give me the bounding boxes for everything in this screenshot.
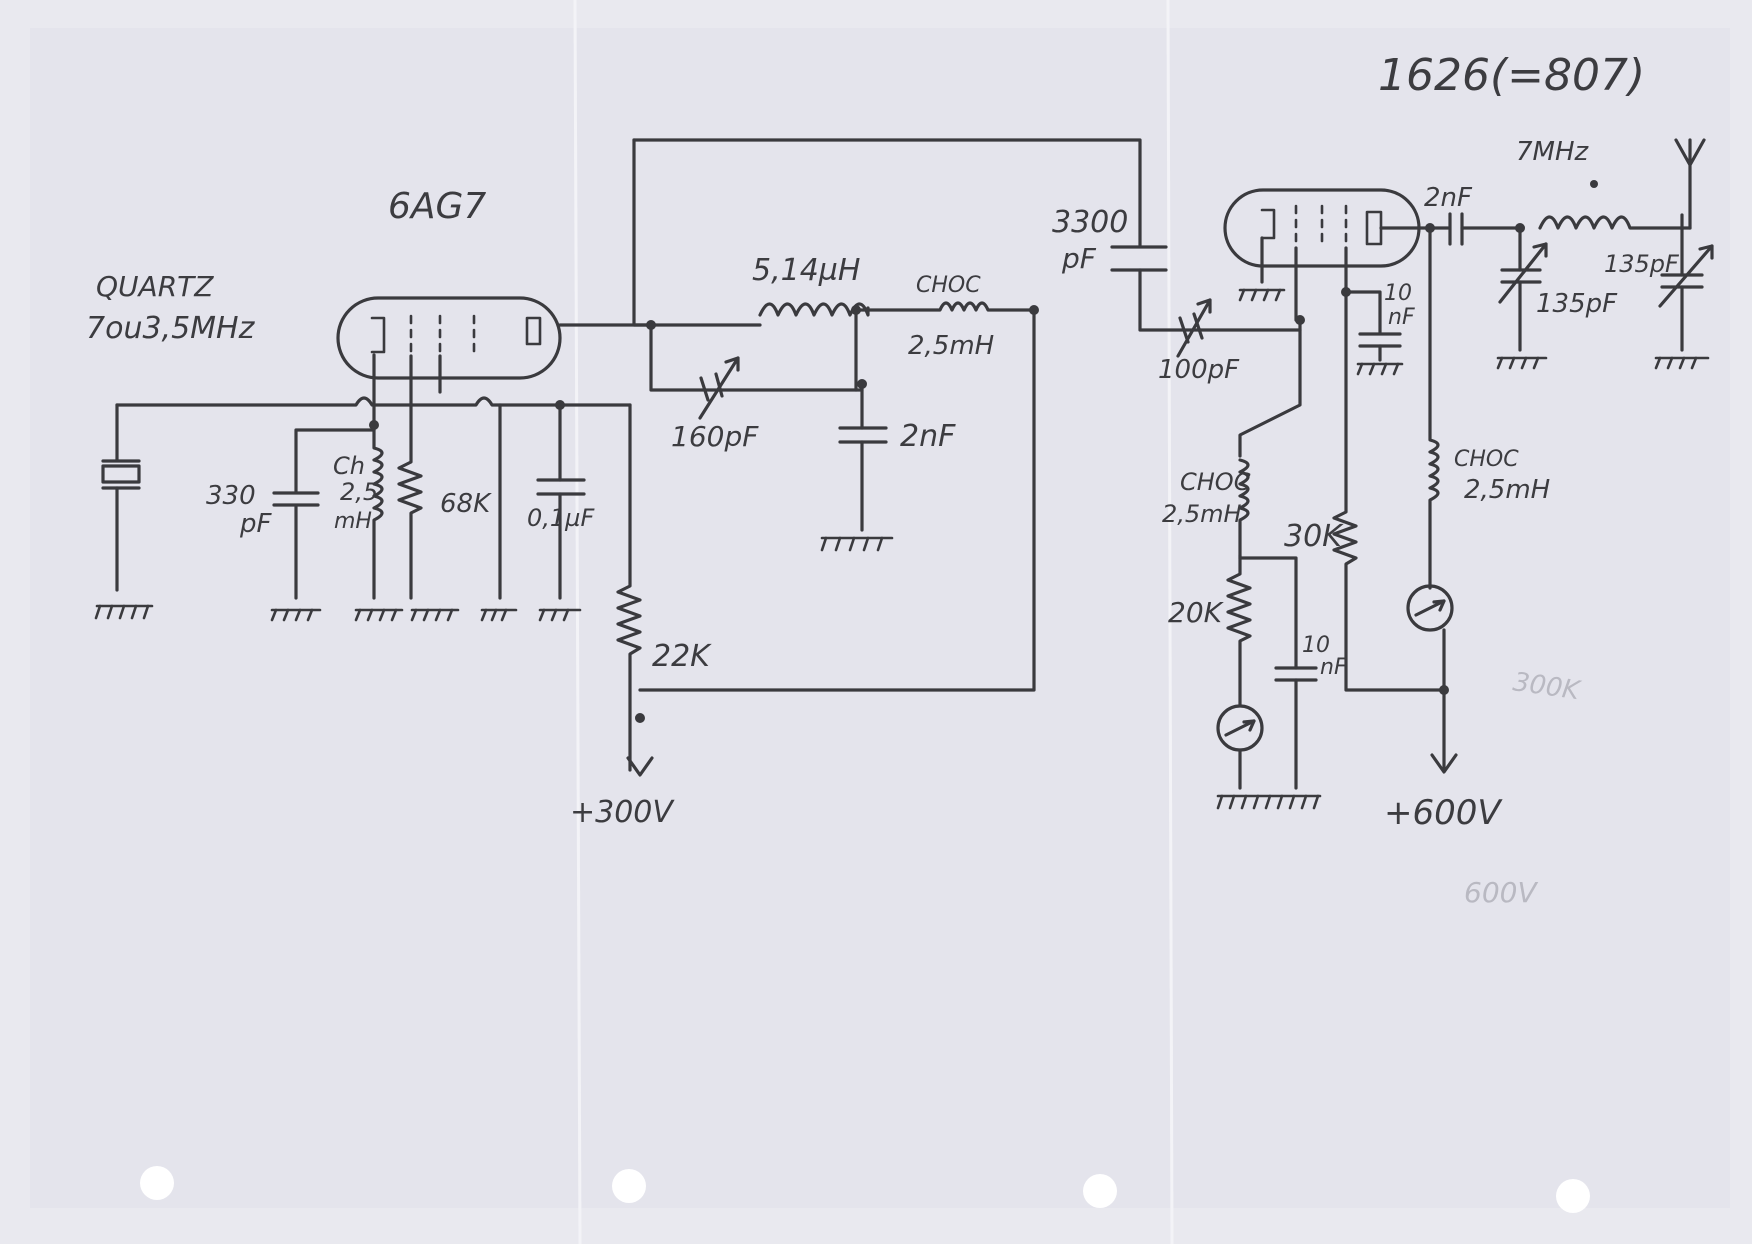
wire — [294, 428, 376, 493]
var-cap-160-arrow — [698, 356, 740, 420]
grid-choke-value: 2,5mH — [1162, 500, 1242, 528]
wire — [1238, 556, 1298, 670]
meter-needle — [1224, 719, 1256, 737]
grid-bus-wire — [115, 396, 632, 407]
plate-choke-wire — [638, 301, 1036, 692]
amp-plate-choke-value: 2,5mH — [1464, 475, 1550, 505]
fold-line — [573, 0, 582, 1244]
osc-plate-choke-value: 2,5mH — [908, 331, 994, 361]
var-cap-100-arrow — [1176, 298, 1212, 358]
crystal-symbol — [101, 464, 141, 484]
output-cap-label: 2nF — [1424, 183, 1473, 213]
punch-hole — [140, 1166, 174, 1200]
pi-coil-label: 7MHz — [1516, 137, 1590, 167]
oscillator-stage — [94, 138, 1142, 777]
amplifier-stage — [1110, 138, 1714, 810]
tube-6ag7-envelope — [336, 296, 562, 380]
var-cap-100-plate — [1192, 312, 1204, 340]
supply-arrow-300v — [626, 756, 654, 777]
pi-cap-out-label: 135pF — [1604, 250, 1680, 278]
grid-meter-cap-value: 10 — [1302, 633, 1330, 658]
amplifier-tube-label: 1626(=807) — [1378, 50, 1645, 101]
pi-cap-in-label: 135pF — [1536, 289, 1618, 319]
plate-electrode — [525, 316, 542, 346]
coil-tap-dot — [1590, 180, 1598, 188]
plate-choke-coil — [1428, 226, 1440, 590]
screen-cap-value: 10 — [1384, 281, 1412, 306]
resistor-20k — [1226, 554, 1252, 707]
var-cap-in-arrow — [1498, 242, 1548, 304]
junction-dot — [635, 713, 645, 723]
punch-hole — [612, 1169, 646, 1203]
choke-ch-unit: mH — [334, 509, 372, 534]
antenna-symbol — [1674, 138, 1706, 230]
resistor-68k — [397, 354, 423, 600]
var-cap-out-arrow — [1658, 244, 1714, 308]
wire — [1344, 246, 1382, 334]
faint-bleed-supply: 600V — [1464, 876, 1538, 909]
cathode-electrode — [1260, 208, 1276, 240]
wire — [1238, 246, 1302, 458]
amp-plate-choke-name: CHOC — [1454, 447, 1519, 472]
resistor-30k-label: 30K — [1284, 519, 1344, 554]
fold-line — [1166, 0, 1174, 1244]
punch-hole — [1083, 1174, 1117, 1208]
choke-ch-value: 2,5 — [340, 478, 378, 506]
plate-current-meter — [1406, 584, 1454, 632]
punch-hole — [1556, 1179, 1590, 1213]
tank-coil-label: 5,14µH — [752, 253, 860, 288]
resistor-30k — [1332, 290, 1446, 692]
resistor-22k — [616, 403, 642, 772]
supply-600v-label: +600V — [1384, 793, 1503, 833]
choke-coil-ch — [372, 423, 384, 600]
junction-dot — [1425, 223, 1435, 233]
osc-plate-choke-name: CHOC — [916, 273, 981, 298]
crystal-freq-label: 7ou3,5MHz — [86, 311, 256, 346]
crystal-label: QUARTZ — [96, 270, 214, 303]
pi-coil — [1538, 215, 1692, 230]
resistor-68k-label: 68K — [440, 489, 492, 519]
tank-cap-label: 160pF — [671, 420, 759, 453]
resistor-20k-label: 20K — [1168, 596, 1225, 629]
cap-330-unit: pF — [239, 509, 273, 539]
cap-3300-value: 3300 — [1052, 205, 1128, 240]
oscillator-tube-label: 6AG7 — [388, 186, 486, 227]
paper-panel — [30, 28, 1730, 1208]
feedback-loop-wire — [632, 138, 1142, 247]
supply-arrow-600v — [1430, 753, 1458, 774]
wire — [632, 138, 762, 327]
screen-cap-unit: nF — [1388, 305, 1415, 330]
resistor-22k-label: 22K — [652, 639, 712, 674]
cathode-electrode — [370, 316, 386, 354]
wire — [649, 323, 864, 392]
input-tune-cap-label: 100pF — [1158, 355, 1240, 385]
grid-choke-name: CHOC — [1180, 468, 1251, 496]
cap-330-value: 330 — [206, 481, 256, 511]
var-cap-160-plate — [699, 376, 710, 402]
meter-needle — [1414, 599, 1446, 617]
grid-choke-coil — [1238, 458, 1250, 558]
bypass-cap-label: 2nF — [900, 419, 956, 454]
wire — [1138, 268, 1302, 332]
tank-coil — [758, 302, 870, 317]
grid-meter-cap-unit: nF — [1320, 655, 1347, 680]
cap-3300-unit: pF — [1061, 242, 1097, 275]
junction-dot — [1029, 305, 1039, 315]
var-cap-160-plate — [714, 372, 724, 398]
choke-ch-name: Ch — [333, 452, 365, 480]
supply-300v-label: +300V — [570, 795, 675, 830]
cap-01-label: 0,1µF — [527, 504, 595, 532]
